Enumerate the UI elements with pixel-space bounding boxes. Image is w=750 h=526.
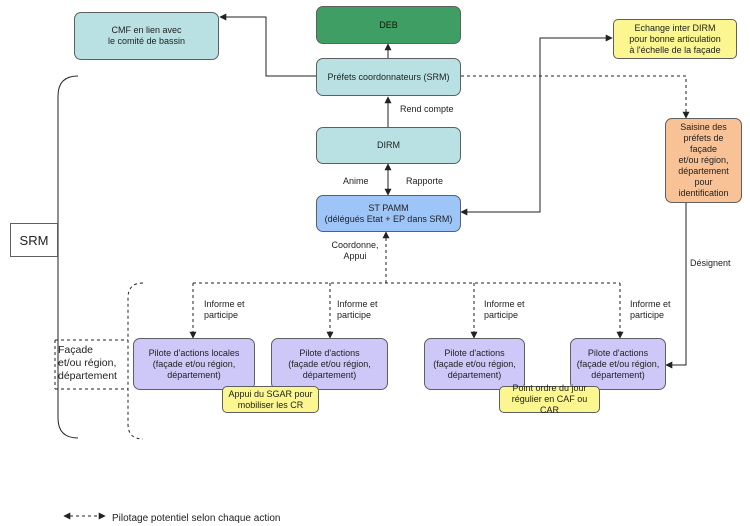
- connector-prefets-cmf: [219, 13, 317, 77]
- pilote-2-box: Pilote d'actions (façade et/ou région, d…: [271, 338, 388, 390]
- deb-box: DEB: [316, 6, 461, 44]
- echange-box: Echange inter DIRM pour bonne articulati…: [613, 19, 737, 59]
- point-ordre-box: Point ordre du jour régulier en CAF ou C…: [499, 383, 600, 415]
- rend-compte-label: Rend compte: [400, 104, 454, 114]
- pilote-3-box: Pilote d'actions (façade et/ou région, d…: [424, 338, 525, 390]
- facade-brace: [127, 282, 144, 440]
- pilote-4-box: Pilote d'actions (façade et/ou région, d…: [570, 338, 666, 390]
- informe-label-2: Informe et participe: [337, 299, 378, 320]
- srm-box: SRM: [10, 223, 58, 257]
- anime-label: Anime: [343, 176, 369, 186]
- rapporte-label: Rapporte: [406, 176, 444, 186]
- st-pamm-box: ST PAMM (délégués Etat + EP dans SRM): [316, 195, 461, 232]
- informe-label-4: Informe et participe: [630, 299, 671, 320]
- prefets-box: Préfets coordonnateurs (SRM): [316, 58, 461, 96]
- facade-label: Façade et/ou région, département: [58, 344, 117, 382]
- legend-text: Pilotage potentiel selon chaque action: [112, 513, 281, 524]
- srm-brace: [57, 75, 79, 439]
- saisine-box: Saisine des préfets de façade et/ou régi…: [665, 118, 742, 203]
- connector-prefets-saisine: [461, 75, 690, 119]
- appui-sgar-box: Appui du SGAR pour mobiliser les CR: [222, 386, 319, 413]
- pilote-1-box: Pilote d'actions locales (façade et/ou r…: [133, 338, 255, 390]
- dirm-box: DIRM: [316, 127, 461, 164]
- informe-label-3: Informe et participe: [484, 299, 525, 320]
- informe-label-1: Informe et participe: [204, 299, 245, 320]
- coordonne-label: Coordonne, Appui: [331, 240, 379, 261]
- cmf-box: CMF en lien avec le comité de bassin: [74, 12, 219, 60]
- connector-echange-stpamm: [460, 34, 613, 216]
- connector-saisine-pilote4: [665, 203, 687, 369]
- designent-label: Désignent: [690, 258, 731, 268]
